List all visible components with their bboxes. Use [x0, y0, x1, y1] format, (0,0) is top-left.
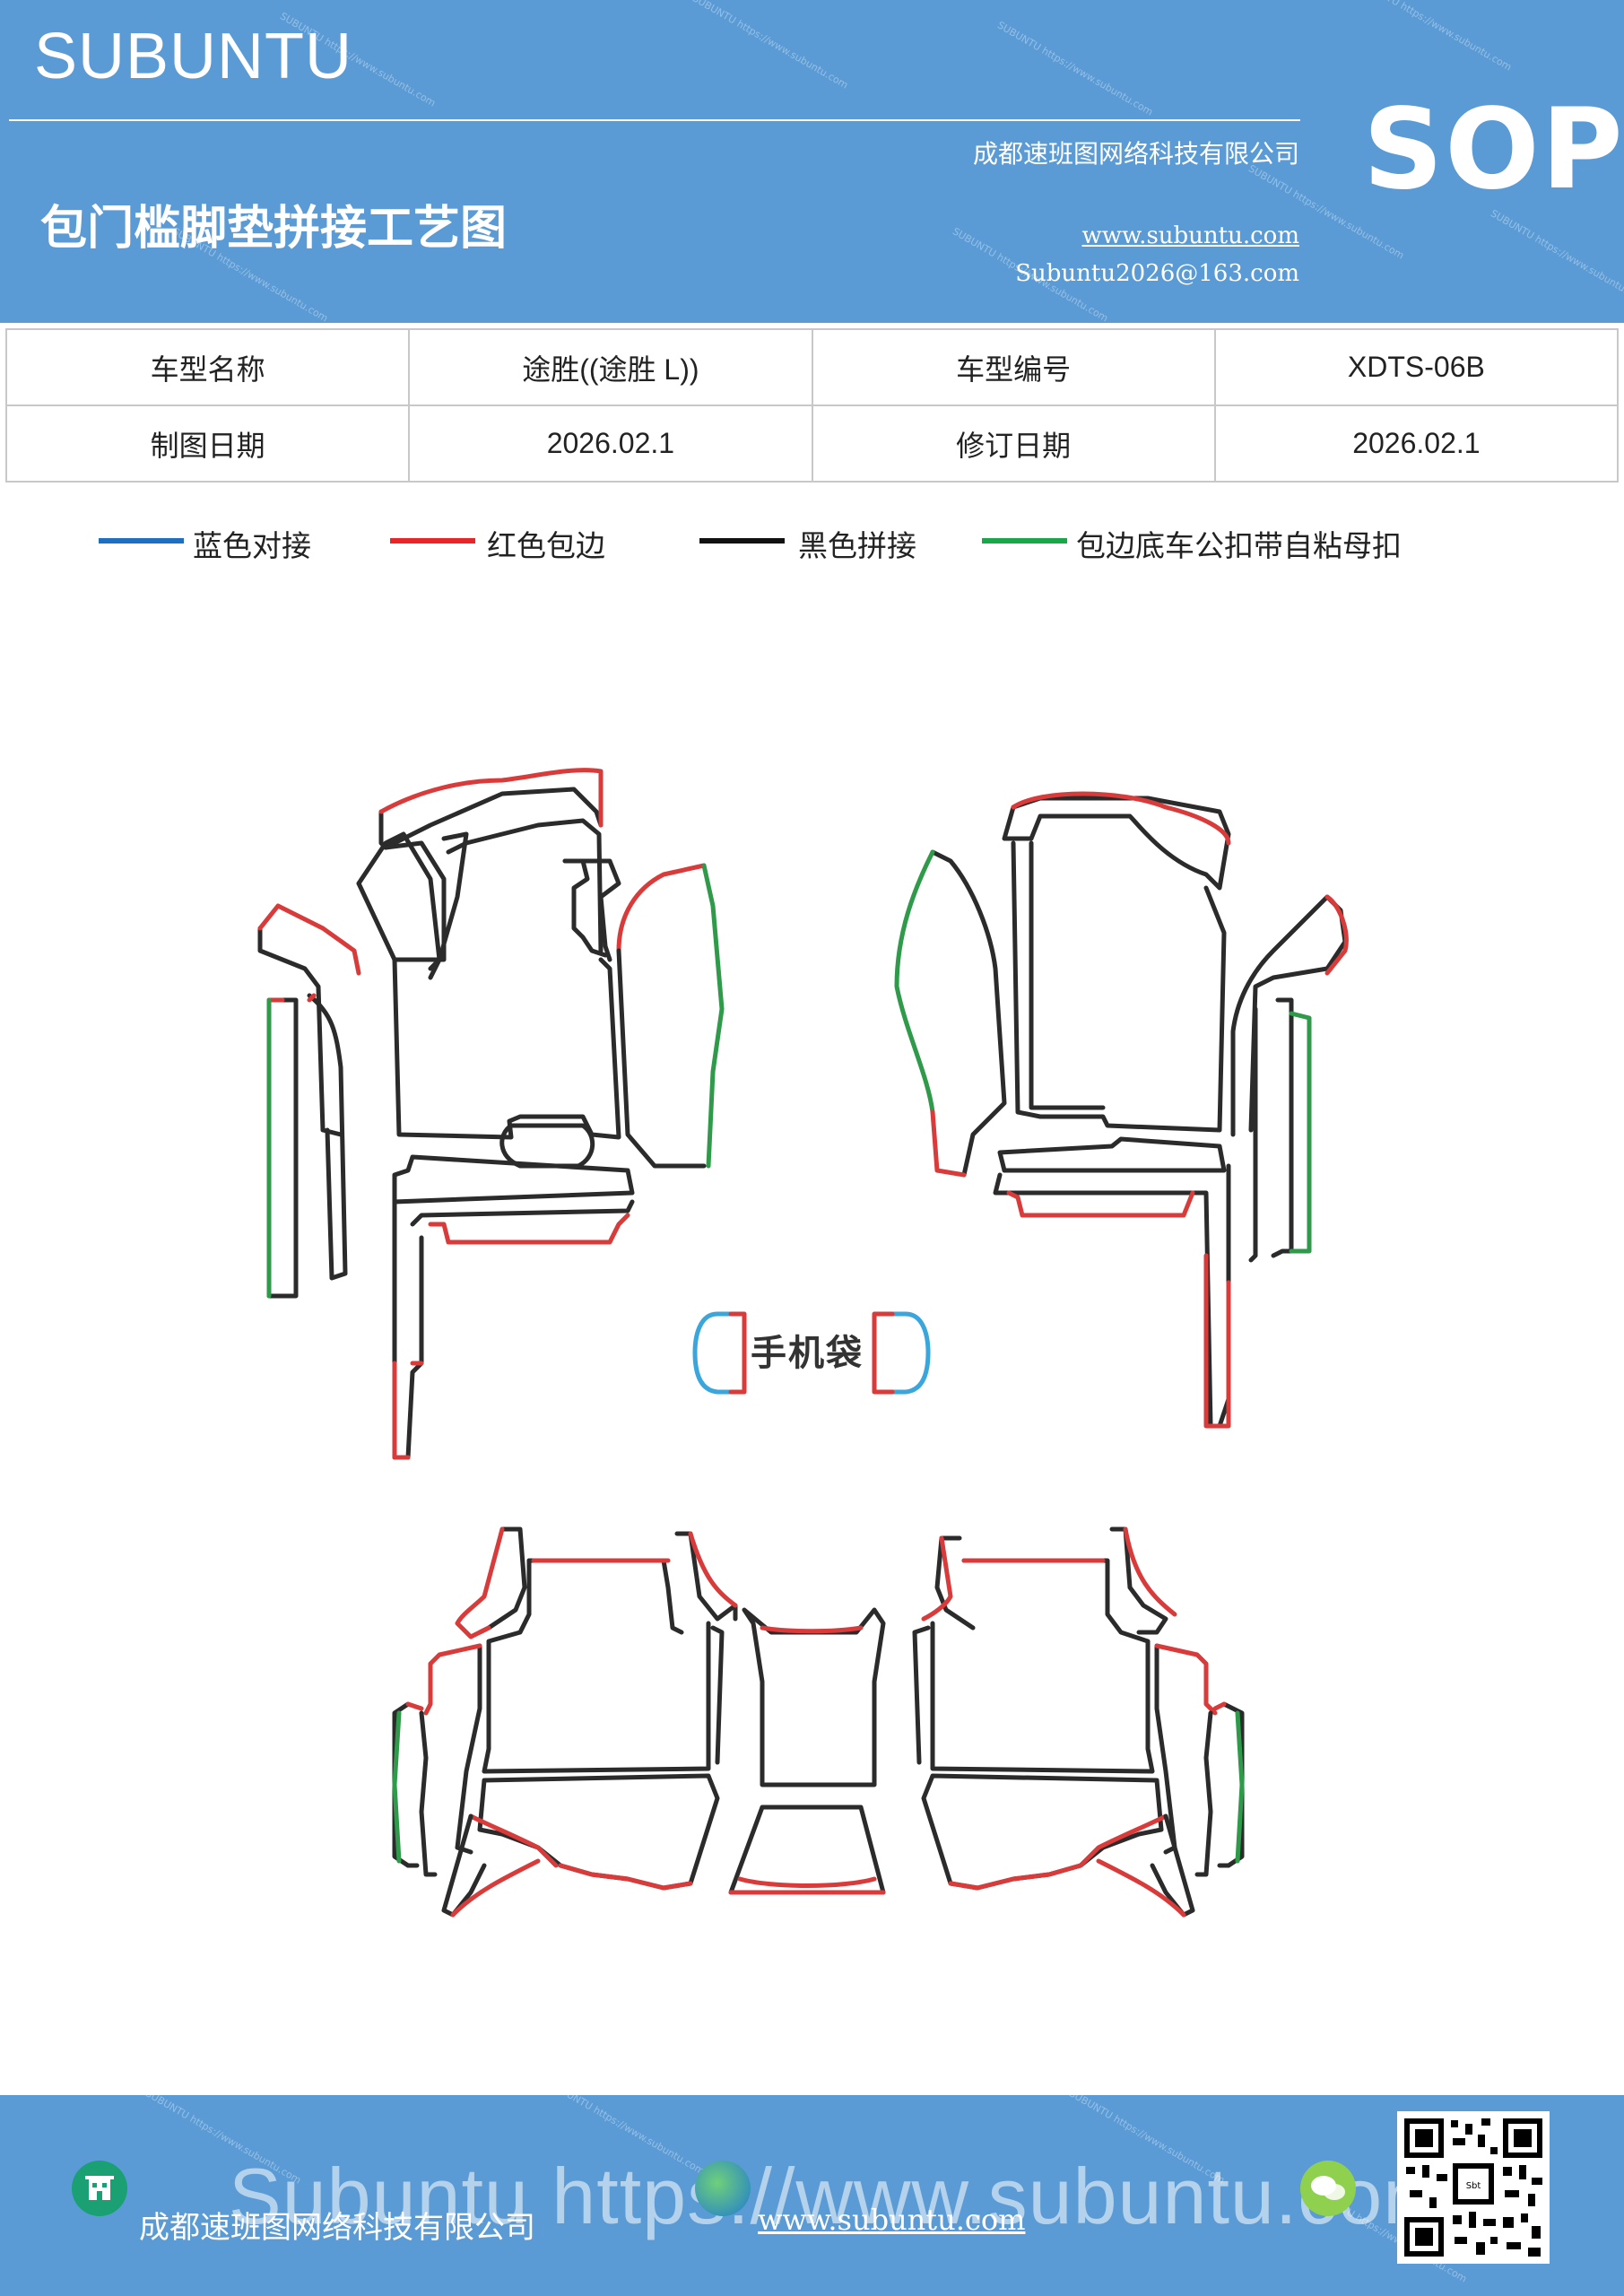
- draw-date-value: 2026.02.1: [408, 404, 813, 483]
- front-right-mat-group: [894, 791, 1349, 1429]
- globe-icon: [695, 2161, 751, 2216]
- phone-pocket-group: 手机袋: [692, 1311, 931, 1395]
- vehicle-code-value: XDTS-06B: [1213, 328, 1620, 406]
- rear-mat-group: [392, 1526, 1245, 1918]
- revision-date-label: 修订日期: [811, 404, 1216, 483]
- qr-code-icon: Sbt: [1397, 2111, 1550, 2264]
- page-title: 包门槛脚垫拼接工艺图: [40, 202, 508, 256]
- vehicle-name-value: 途胜((途胜 L)): [408, 328, 813, 406]
- table-row: 车型名称 途胜((途胜 L)) 车型编号 XDTS-06B: [4, 328, 1620, 406]
- footer-banner: SUBUNTU https://www.subuntu.com SUBUNTU …: [0, 2078, 1624, 2296]
- brand-name: SUBUNTU: [34, 21, 353, 92]
- building-icon: [72, 2161, 127, 2216]
- svg-text:Sbt: Sbt: [1466, 2181, 1481, 2191]
- front-left-mat-group: [257, 768, 725, 1460]
- header-banner: SUBUNTU https://www.subuntu.com SUBUNTU …: [0, 0, 1624, 325]
- footer-overlay-text: Subuntu https://www.subuntu.com: [229, 2152, 1450, 2240]
- sop-badge: SOP: [1363, 85, 1624, 214]
- legend-label: 黑色拼接: [798, 528, 916, 563]
- legend-label: 包边底车公扣带自粘母扣: [1076, 528, 1402, 563]
- phone-pocket-label: 手机袋: [751, 1333, 864, 1374]
- website-link[interactable]: www.subuntu.com: [1081, 222, 1300, 249]
- header-divider: [9, 119, 1300, 121]
- wechat-icon: [1300, 2161, 1356, 2216]
- legend-swatch-black: [699, 538, 785, 544]
- vehicle-info-table: 车型名称 途胜((途胜 L)) 车型编号 XDTS-06B 制图日期 2026.…: [4, 328, 1620, 483]
- revision-date-value: 2026.02.1: [1213, 404, 1620, 483]
- legend-swatch-blue: [99, 538, 184, 544]
- legend-label: 红色包边: [487, 528, 605, 563]
- footer-website-link[interactable]: www.subuntu.com: [758, 2203, 1026, 2237]
- footer-company: 成都速班图网络科技有限公司: [139, 2210, 535, 2246]
- legend-swatch-green: [982, 538, 1067, 544]
- vehicle-name-label: 车型名称: [4, 328, 411, 406]
- legend-label: 蓝色对接: [193, 528, 311, 563]
- legend-swatch-red: [390, 538, 475, 544]
- table-row: 制图日期 2026.02.1 修订日期 2026.02.1: [4, 404, 1620, 483]
- draw-date-label: 制图日期: [4, 404, 411, 483]
- email-address: Subuntu2026@163.com: [1015, 260, 1299, 287]
- vehicle-code-label: 车型编号: [811, 328, 1216, 406]
- company-name: 成都速班图网络科技有限公司: [972, 139, 1299, 169]
